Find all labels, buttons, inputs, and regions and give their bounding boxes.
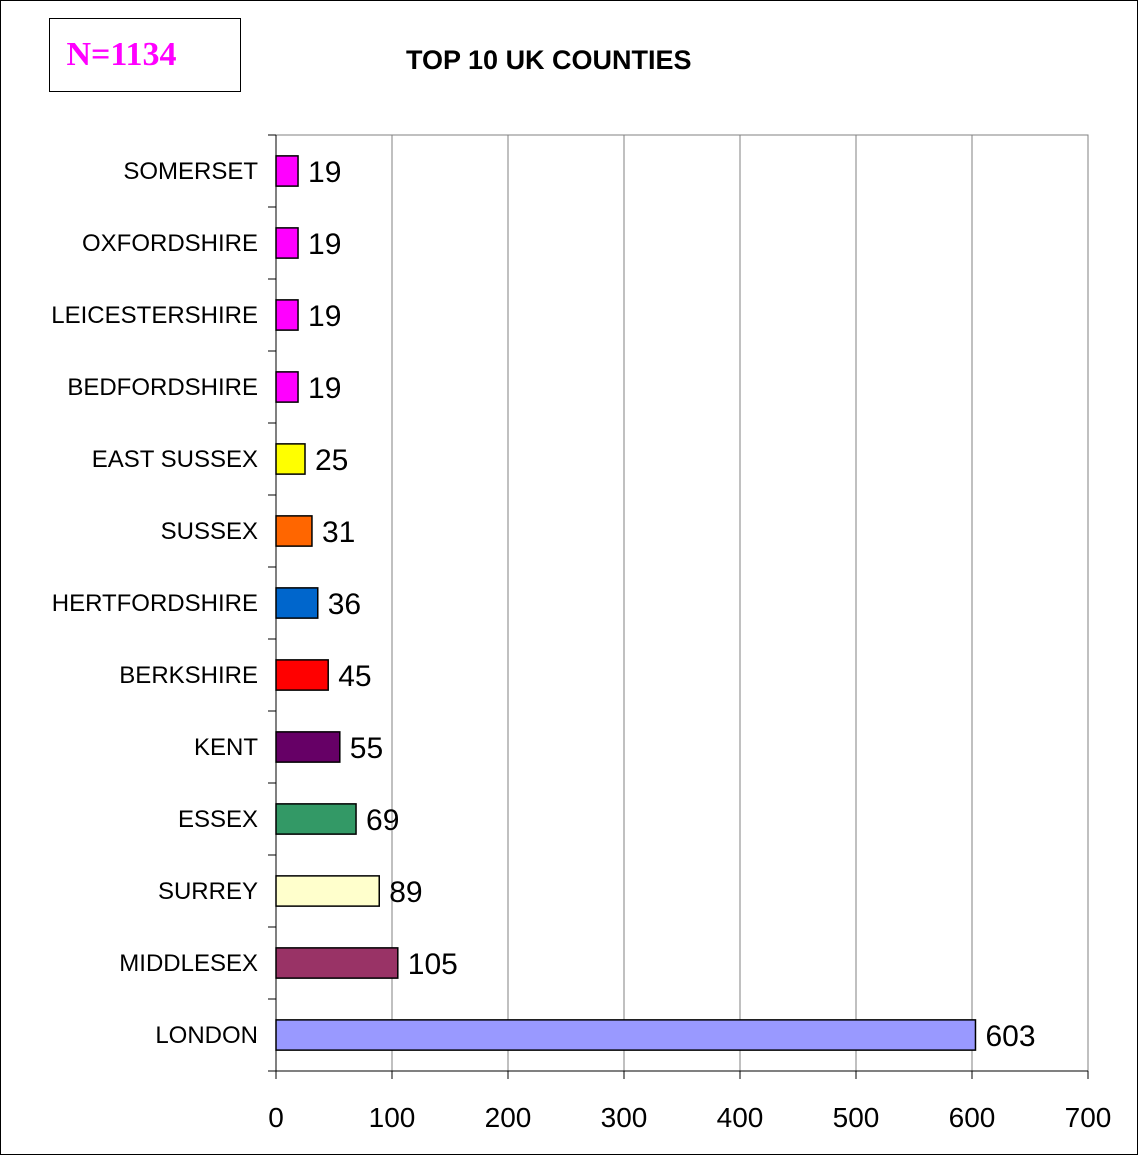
category-label: LONDON <box>155 1022 258 1049</box>
category-label: SURREY <box>158 878 258 905</box>
category-label: BERKSHIRE <box>119 662 258 689</box>
bar-london <box>275 1019 977 1051</box>
bar-kent <box>275 731 341 763</box>
data-label: 89 <box>389 876 422 909</box>
grid-lines <box>275 134 1089 1072</box>
data-label: 603 <box>985 1020 1035 1053</box>
bar-surrey <box>275 875 380 907</box>
category-label: MIDDLESEX <box>119 950 258 977</box>
data-label: 45 <box>338 660 371 693</box>
x-tick-label: 100 <box>369 1102 416 1133</box>
data-label: 55 <box>350 732 383 765</box>
data-label: 19 <box>308 156 341 189</box>
bars <box>275 155 977 1051</box>
category-label: OXFORDSHIRE <box>82 230 258 257</box>
data-label: 19 <box>308 228 341 261</box>
category-label: BEDFORDSHIRE <box>67 374 258 401</box>
x-tick-label: 700 <box>1065 1102 1112 1133</box>
plot-area <box>275 134 1089 1072</box>
x-tick-label: 600 <box>949 1102 996 1133</box>
bar-bedfordshire <box>275 371 299 403</box>
category-label: HERTFORDSHIRE <box>52 590 258 617</box>
category-label: SUSSEX <box>161 518 258 545</box>
category-label: ESSEX <box>178 806 258 833</box>
data-label: 36 <box>328 588 361 621</box>
category-label: LEICESTERSHIRE <box>51 302 258 329</box>
bar-leicestershire <box>275 299 299 331</box>
category-label: SOMERSET <box>123 158 258 185</box>
category-label: KENT <box>194 734 258 761</box>
bar-oxfordshire <box>275 227 299 259</box>
data-label: 31 <box>322 516 355 549</box>
x-tick-label: 200 <box>485 1102 532 1133</box>
x-tick-label: 500 <box>833 1102 880 1133</box>
sample-size-box: N=1134 <box>49 18 241 92</box>
data-label: 25 <box>315 444 348 477</box>
bar-essex <box>275 803 357 835</box>
category-label: EAST SUSSEX <box>92 446 258 473</box>
bar-somerset <box>275 155 299 187</box>
bar-east-sussex <box>275 443 306 475</box>
data-label: 19 <box>308 300 341 333</box>
data-label: 105 <box>408 948 458 981</box>
labels: 0 100 200 300 400 500 600 700 LONDON 603 MIDDLESEX… <box>51 156 1111 1133</box>
sample-size-label: N=1134 <box>66 36 177 73</box>
bar-hertfordshire <box>275 587 319 619</box>
axes <box>268 134 1089 1079</box>
x-tick-label: 300 <box>601 1102 648 1133</box>
bar-sussex <box>275 515 313 547</box>
bar-middlesex <box>275 947 399 979</box>
chart-title: TOP 10 UK COUNTIES <box>406 45 692 75</box>
data-label: 19 <box>308 372 341 405</box>
data-label: 69 <box>366 804 399 837</box>
x-tick-label: 0 <box>268 1102 284 1133</box>
x-tick-label: 400 <box>717 1102 764 1133</box>
bar-berkshire <box>275 659 329 691</box>
